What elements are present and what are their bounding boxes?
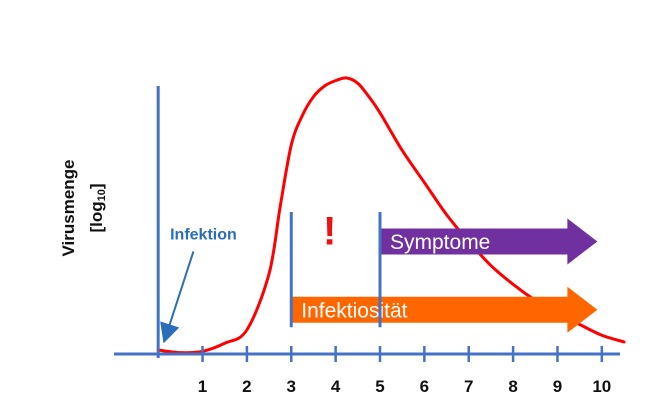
chart-annotations: Infektion! xyxy=(160,210,382,344)
x-tick-label: 9 xyxy=(553,377,562,396)
x-tick-label: 2 xyxy=(242,377,251,396)
infektion-label: Infektion xyxy=(170,226,237,243)
y-axis-title: Virusmenge xyxy=(59,159,78,256)
x-tick-label: 8 xyxy=(508,377,517,396)
y-axis-unit-prefix: [log xyxy=(87,201,106,232)
y-axis-unit: [log10] xyxy=(87,183,108,232)
y-axis-label: Virusmenge xyxy=(59,159,78,256)
x-tick-label: 1 xyxy=(198,377,207,396)
x-tick-label: 5 xyxy=(375,377,384,396)
x-tick-label: 10 xyxy=(592,377,611,396)
y-axis-unit-suffix: ] xyxy=(87,183,106,189)
infektiositaet-label: Infektiosität xyxy=(301,299,407,322)
chart-lines xyxy=(156,76,626,355)
warning-exclamation: ! xyxy=(323,210,336,254)
x-tick-label: 7 xyxy=(464,377,473,396)
virus-load-curve xyxy=(156,76,626,355)
x-tick-label: 6 xyxy=(420,377,429,396)
y-axis-unit-label: [log10] xyxy=(87,183,108,232)
x-tick-label: 4 xyxy=(331,377,341,396)
x-tick-label: 3 xyxy=(287,377,296,396)
chart-axes xyxy=(114,86,620,358)
infektiositaet-arrow xyxy=(291,286,598,333)
x-axis-ticks: 1 2 3 4 5 6 7 8 9 10 xyxy=(198,346,611,396)
symptome-arrow xyxy=(380,218,598,265)
symptome-label: Symptome xyxy=(390,231,490,254)
infektion-pointer-arrow xyxy=(160,251,195,344)
y-axis-unit-subscript: 10 xyxy=(96,189,108,201)
